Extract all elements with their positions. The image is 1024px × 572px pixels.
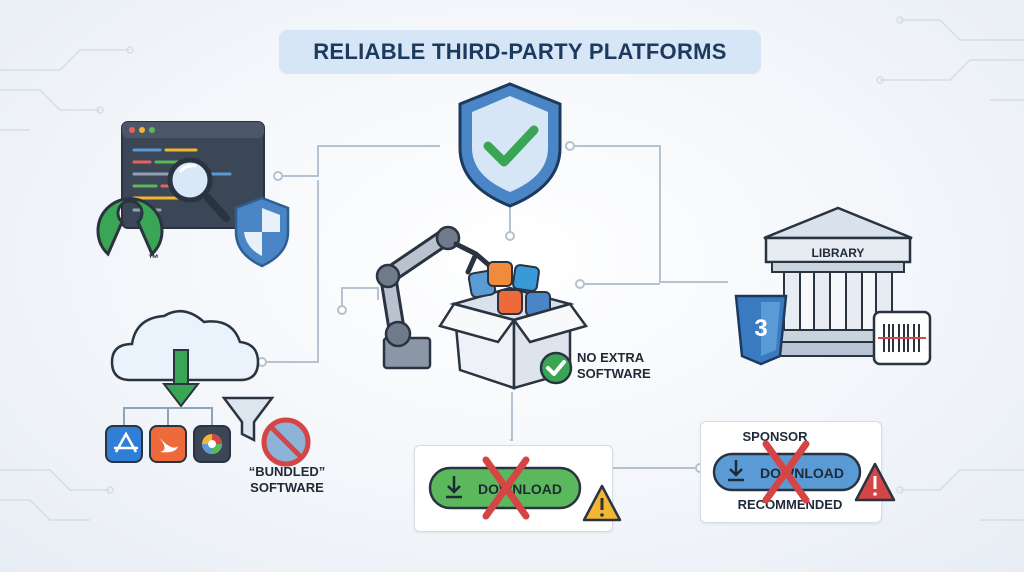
fake-download-graphics: DOWNLOAD (428, 456, 622, 522)
download-arrow-icon (728, 460, 744, 482)
check-badge-icon (539, 351, 573, 385)
red-x-icon (762, 440, 810, 504)
page-title: RELIABLE THIRD-PARTY PLATFORMS (313, 39, 727, 64)
css3-icon (734, 294, 788, 366)
bundled-line2: SOFTWARE (250, 480, 324, 495)
app-store-icon (105, 425, 143, 463)
robot-arm-icon (375, 225, 493, 370)
shield-check-icon (458, 82, 562, 208)
open-source-logo-icon (96, 197, 164, 257)
sponsor-label: SPONSOR (742, 429, 808, 444)
title-banner: RELIABLE THIRD-PARTY PLATFORMS (279, 30, 761, 74)
no-bundle-icon (261, 417, 311, 467)
download-blue-text: DOWNLOAD (760, 465, 844, 481)
no-extra-line1: NO EXTRA (577, 350, 645, 365)
sponsor-download-graphics: DOWNLOAD (712, 440, 896, 504)
trademark-mark: ™ (148, 253, 159, 265)
bundled-line1: “BUNDLED” (248, 464, 326, 479)
download-green-text: DOWNLOAD (478, 481, 562, 497)
red-x-icon (482, 456, 530, 520)
colorful-app-icon (193, 425, 231, 463)
css-version-label: 3 (754, 315, 768, 342)
circuit-decoration-left (0, 46, 134, 521)
library-label: LIBRARY (811, 246, 865, 260)
no-extra-software-label: NO EXTRA SOFTWARE (577, 350, 651, 382)
small-shield-icon (234, 196, 290, 268)
warning-icon (854, 462, 896, 502)
magnifier-icon (167, 157, 230, 222)
warning-icon (582, 484, 622, 522)
circuit-decoration-right (876, 16, 1024, 521)
barcode-card-icon (872, 310, 932, 366)
bundled-software-label: “BUNDLED” SOFTWARE (232, 464, 342, 496)
no-extra-line2: SOFTWARE (577, 366, 651, 381)
download-arrow-icon (446, 476, 462, 499)
swift-icon (149, 425, 187, 463)
library-building-icon (757, 206, 919, 357)
cloud-download-icon (110, 309, 260, 426)
funnel-icon (221, 396, 275, 443)
